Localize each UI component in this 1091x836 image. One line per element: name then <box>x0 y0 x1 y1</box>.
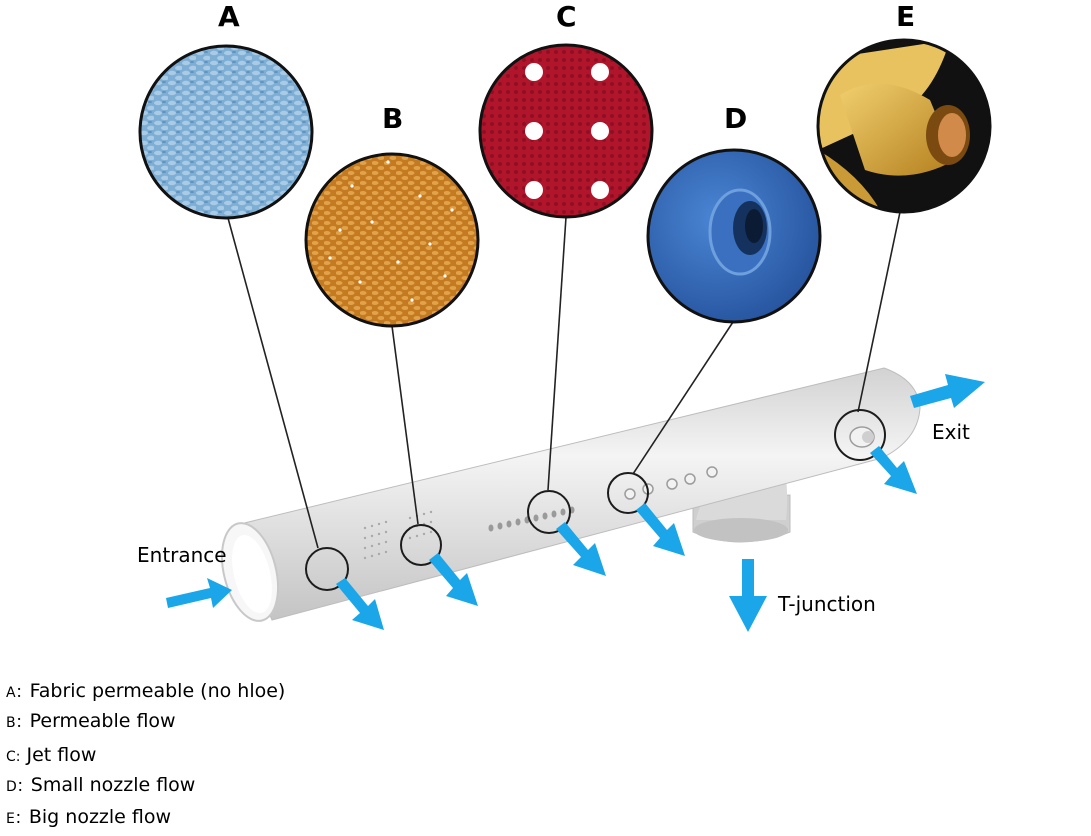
legend-item-a: A：Fabric permeable (no hloe) <box>6 680 285 710</box>
arrow-D <box>636 503 685 556</box>
swatch-letter-d: D <box>724 102 747 135</box>
swatch-letter-c: C <box>556 0 577 33</box>
legend-item-e: E：Big nozzle flow <box>6 806 171 836</box>
arrow-A <box>336 578 384 630</box>
legend-key: D： <box>6 779 31 795</box>
t-junction-label: T-junction <box>777 592 876 616</box>
swatch-letter-b: B <box>382 102 403 135</box>
arrow-B <box>429 553 478 606</box>
arrow-E <box>870 446 917 494</box>
exit-label: Exit <box>932 420 970 444</box>
arrow-C <box>556 522 606 576</box>
legend-key: A： <box>6 685 30 701</box>
swatch-b <box>304 152 480 328</box>
ring-A <box>305 547 349 591</box>
ring-D <box>607 472 649 514</box>
swatch-letter-a: A <box>218 0 240 33</box>
legend-text: Permeable flow <box>29 710 176 732</box>
leader-lines <box>227 211 901 549</box>
ring-C <box>527 490 571 534</box>
legend-item-c: C: Jet flow <box>6 744 96 774</box>
exit-arrow <box>910 374 985 408</box>
swatch-d <box>646 148 822 324</box>
ring-E <box>834 409 886 461</box>
legend-item-d: D：Small nozzle flow <box>6 774 195 804</box>
duct-diagram: A B C D E Entrance Exit T-junction <box>137 0 992 632</box>
legend-text: Fabric permeable (no hloe) <box>29 680 286 702</box>
legend-key: C: <box>6 749 21 765</box>
swatch-e <box>816 38 992 214</box>
jet-holes <box>488 506 575 532</box>
legend-key: E： <box>6 811 29 827</box>
entrance-label: Entrance <box>137 543 227 567</box>
entrance-arrow <box>166 578 232 608</box>
legend-item-b: B：Permeable flow <box>6 710 176 740</box>
legend-text: Small nozzle flow <box>30 774 196 796</box>
ring-B <box>400 524 442 566</box>
legend-text: Big nozzle flow <box>28 806 172 828</box>
swatch-letter-e: E <box>896 0 915 33</box>
swatch-a <box>138 44 314 220</box>
legend-text: Jet flow <box>26 744 97 766</box>
detail-rings <box>305 409 886 591</box>
t-junction-arrow <box>729 559 767 632</box>
legend-key: B： <box>6 715 30 731</box>
small-nozzles <box>624 466 718 500</box>
big-nozzle <box>849 426 875 448</box>
flow-arrows <box>166 374 985 632</box>
swatch-c <box>478 43 654 219</box>
